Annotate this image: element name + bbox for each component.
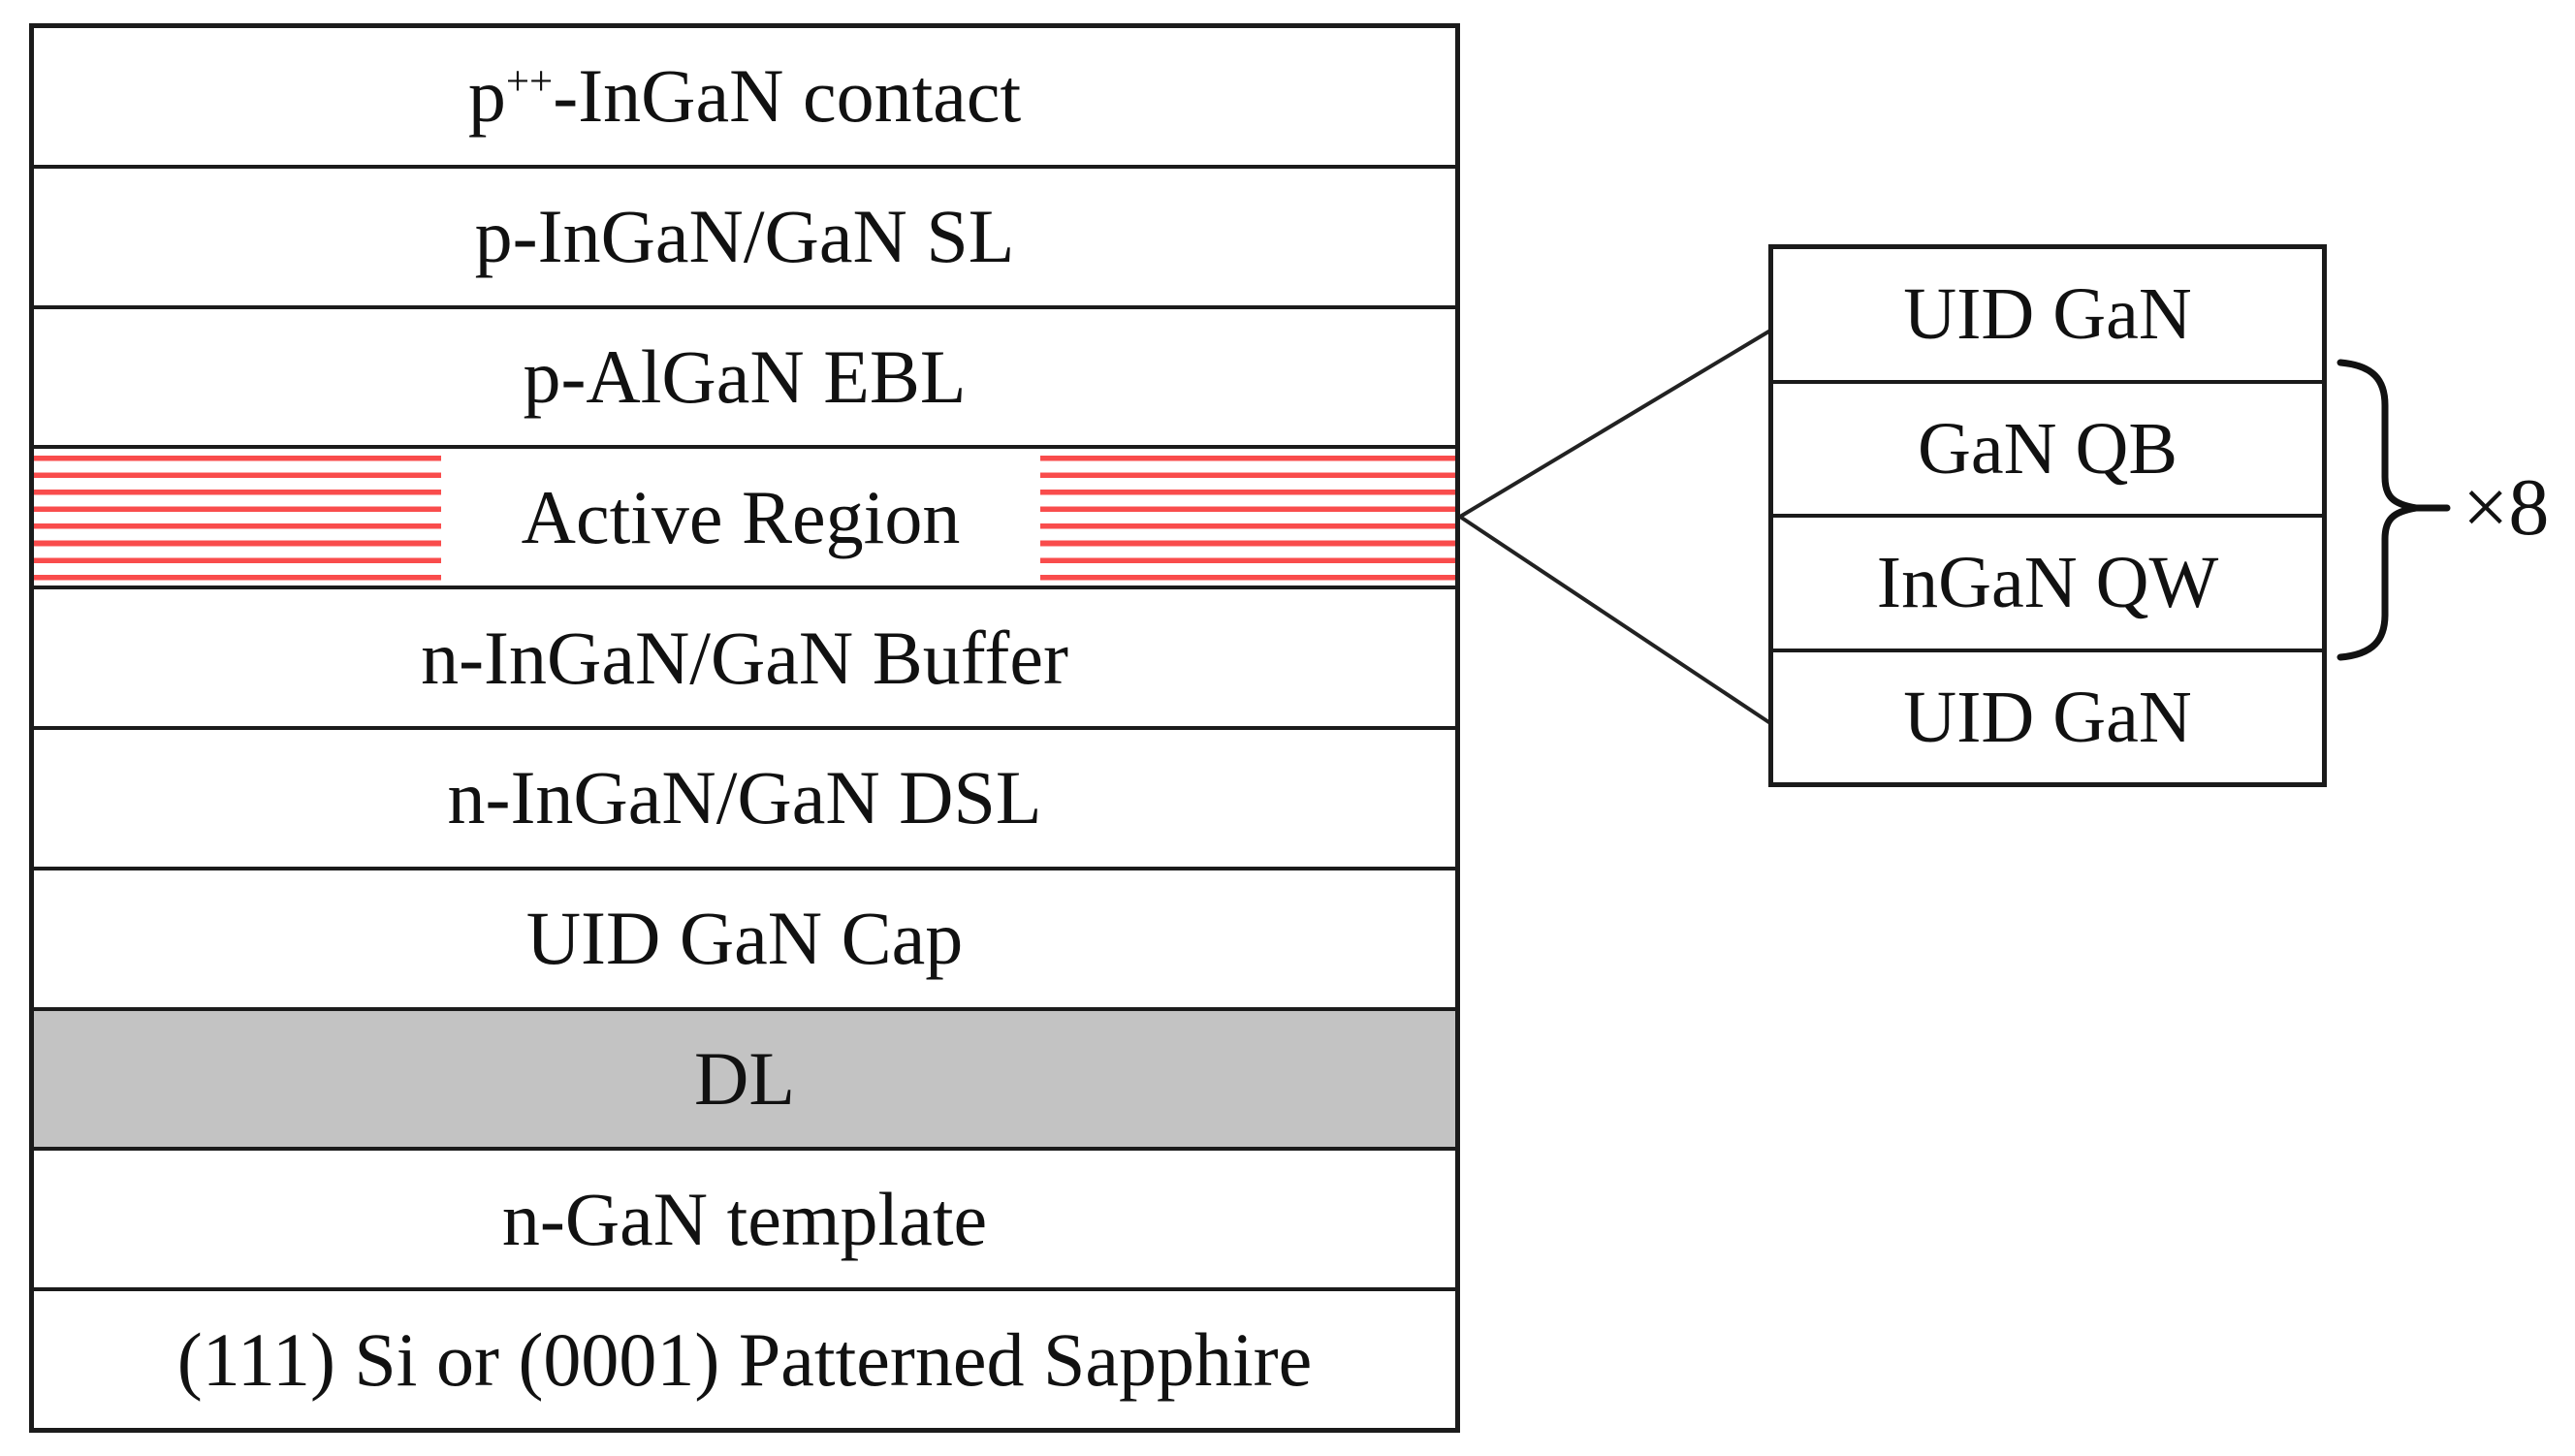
layer-label: Active Region [521,474,961,559]
layer-active-region: Active Region [34,445,1455,586]
layer-label: GaN QB [1917,407,2178,490]
detail-layer-gan-qb: GaN QB [1773,379,2322,514]
layer-label: p-AlGaN EBL [523,333,967,419]
zoom-connector-upper [1458,329,1772,519]
layer-p-algan-ebl: p-AlGaN EBL [34,304,1455,446]
layer-label: UID GaN Cap [525,896,964,981]
layer-label: (111) Si or (0001) Patterned Sapphire [176,1316,1313,1402]
mqw-detail-stack: UID GaN GaN QB InGaN QW UID GaN [1768,244,2327,787]
layer-dl: DL [34,1006,1455,1148]
zoom-connector-lower [1458,515,1772,725]
layer-n-ingan-gan-dsl: n-InGaN/GaN DSL [34,725,1455,867]
mqw-hatch-left [34,449,441,586]
layer-label: InGaN QW [1876,542,2219,624]
layer-label: UID GaN [1903,273,2192,356]
layer-substrate: (111) Si or (0001) Patterned Sapphire [34,1287,1455,1428]
layer-p-ingan-gan-sl: p-InGaN/GaN SL [34,164,1455,305]
layer-label: n-GaN template [501,1176,988,1261]
layer-label: n-InGaN/GaN DSL [447,755,1042,840]
layer-n-ingan-gan-buffer: n-InGaN/GaN Buffer [34,586,1455,726]
detail-layer-uid-gan-top: UID GaN [1773,249,2322,380]
repeat-count-label: ×8 [2463,462,2550,553]
layer-label: DL [694,1035,795,1121]
layer-label: UID GaN [1903,676,2192,758]
layer-n-gan-template: n-GaN template [34,1147,1455,1288]
layer-label: n-InGaN/GaN Buffer [421,615,1068,700]
layer-uid-gan-cap: UID GaN Cap [34,866,1455,1007]
mqw-hatch-right [1040,449,1455,586]
detail-layer-uid-gan-bottom: UID GaN [1773,648,2322,782]
layer-p-ingan-contact: p++-InGaN contact [34,28,1455,165]
layer-label: p-InGaN/GaN SL [474,194,1015,279]
layer-label: p++-InGaN contact [467,53,1022,139]
superscript-plus-plus: ++ [505,59,554,106]
repeat-brace [2337,359,2417,661]
epitaxial-stack: p++-InGaN contact p-InGaN/GaN SL p-AlGaN… [29,23,1460,1433]
detail-layer-ingan-qw: InGaN QW [1773,514,2322,649]
